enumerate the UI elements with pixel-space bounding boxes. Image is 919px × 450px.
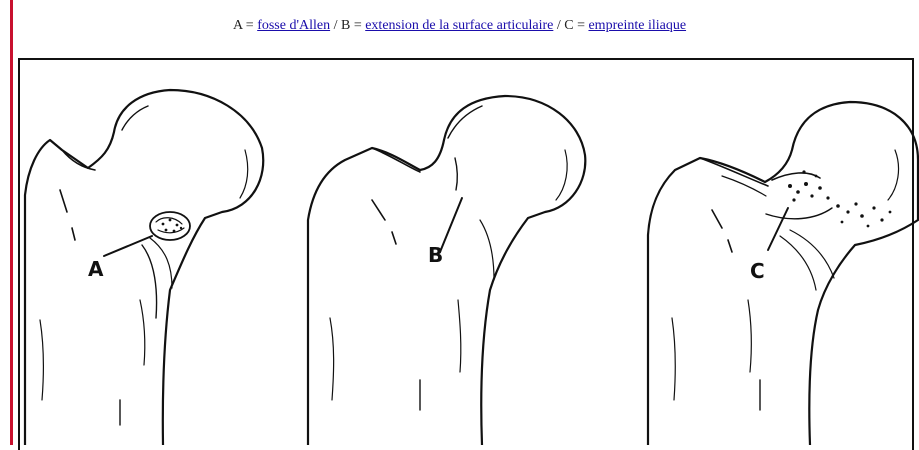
label-c: C: [750, 259, 765, 283]
label-b: B: [428, 243, 443, 267]
femur-b-drawing: [308, 96, 585, 445]
label-a: A: [88, 257, 104, 281]
femur-a-drawing: [25, 90, 263, 445]
femur-c-drawing: [648, 102, 918, 445]
